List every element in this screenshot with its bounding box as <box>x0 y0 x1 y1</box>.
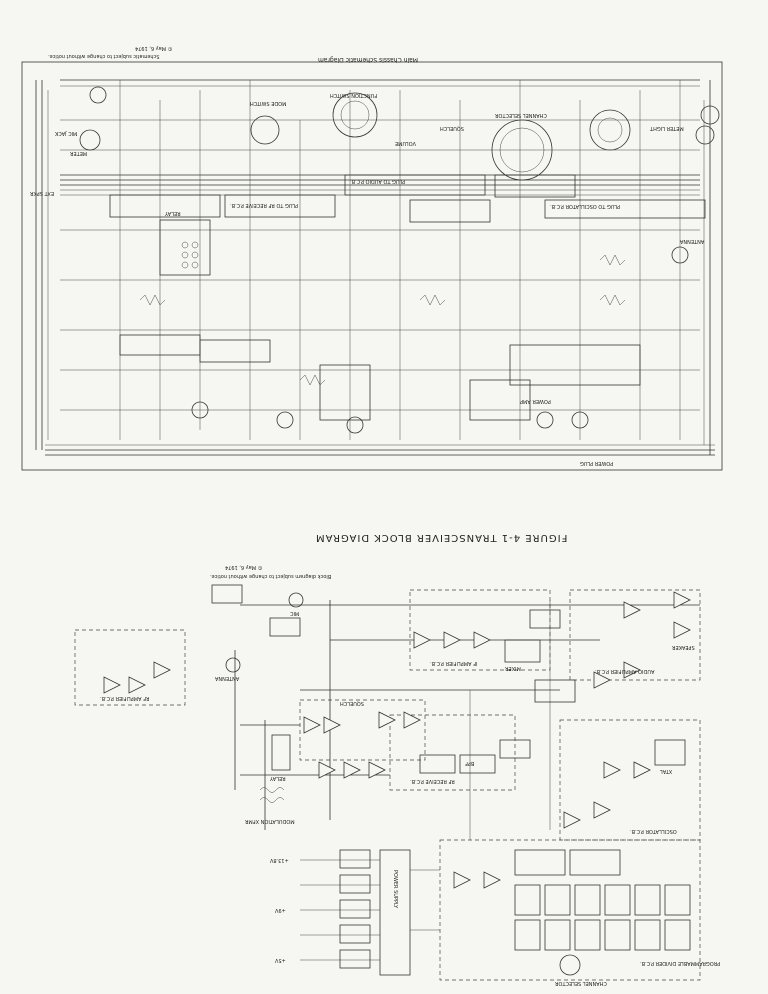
section-power-supply: POWER SUPPLY <box>392 870 398 909</box>
section-if-amp: IF AMPLIFIER P.C.B. <box>430 660 478 666</box>
section-rf-receive: RF RECEIVE P.C.B. <box>410 778 455 784</box>
speaker-label: EXT SPKR <box>30 190 55 196</box>
bd-bpf: BPF <box>465 760 475 766</box>
bd-channel-selector: CHANNEL SELECTOR <box>555 980 607 986</box>
bd-squelch: SQUELCH <box>340 700 364 706</box>
relay-label: RELAY <box>165 210 181 216</box>
main-schematic <box>21 61 723 471</box>
block-diagram <box>74 584 701 981</box>
power-plug-label: POWER PLUG <box>580 460 614 466</box>
plug-osc-label: PLUG TO OSCILLATOR P.C.B. <box>550 203 621 209</box>
antenna-label-top: ANTENNA <box>680 238 705 244</box>
section-oscillator: OSCILLATOR P.C.B. <box>630 828 677 834</box>
channel-selector-label: CHANNEL SELECTOR <box>495 112 547 118</box>
bd-relay: RELAY <box>270 775 286 781</box>
meter-label: METER <box>70 150 88 156</box>
section-audio-amp: AUDIO AMPLIFIER P.C.B. <box>595 668 655 674</box>
bd-mixer: MIXER <box>505 665 521 671</box>
volume-label: VOLUME <box>395 140 416 146</box>
bd-9v: +9V <box>275 907 286 913</box>
bd-antenna: ANTENNA <box>215 675 240 681</box>
mode-switch-label: MODE SWITCH <box>250 100 287 106</box>
schematic-date: © May 6, 1974 <box>135 45 173 51</box>
section-rf-amp: RF AMPLIFIER P.C.B. <box>100 695 150 701</box>
bd-5v: +5V <box>275 957 286 963</box>
bd-13v: +13.8V <box>270 857 289 863</box>
power-amp-label: POWER AMP <box>520 398 551 404</box>
schematic-notice: Schematic subject to change without noti… <box>48 53 160 59</box>
mic-jack-label: MIC JACK <box>55 130 78 136</box>
function-switch-label: FUNCTION SWITCH <box>330 92 378 98</box>
bd-crystal: XTAL <box>660 768 673 774</box>
schematic-title: Main Chassis Schematic Diagram <box>318 56 418 63</box>
squelch-label: SQUELCH <box>440 125 464 131</box>
bd-mic: MIC <box>290 610 300 616</box>
plug-rf-label: PLUG TO RF RECEIVE P.C.B. <box>230 202 299 208</box>
section-prog-divider: PROGRAMMABLE DIVIDER P.C.B. <box>640 960 721 966</box>
bd-mod-xfmr: MODULATION XFMR <box>245 818 295 824</box>
plug-audio-label: PLUG TO AUDIO P.C.B. <box>350 178 406 184</box>
meter-light-label: METER LIGHT <box>650 125 684 131</box>
block-notice: Block diagram subject to change without … <box>210 573 332 579</box>
figure-caption: FIGURE 4-1 TRANSCEIVER BLOCK DIAGRAM <box>315 532 568 543</box>
bd-speaker: SPEAKER <box>672 644 695 650</box>
block-date: © May 6, 1974 <box>225 564 263 570</box>
